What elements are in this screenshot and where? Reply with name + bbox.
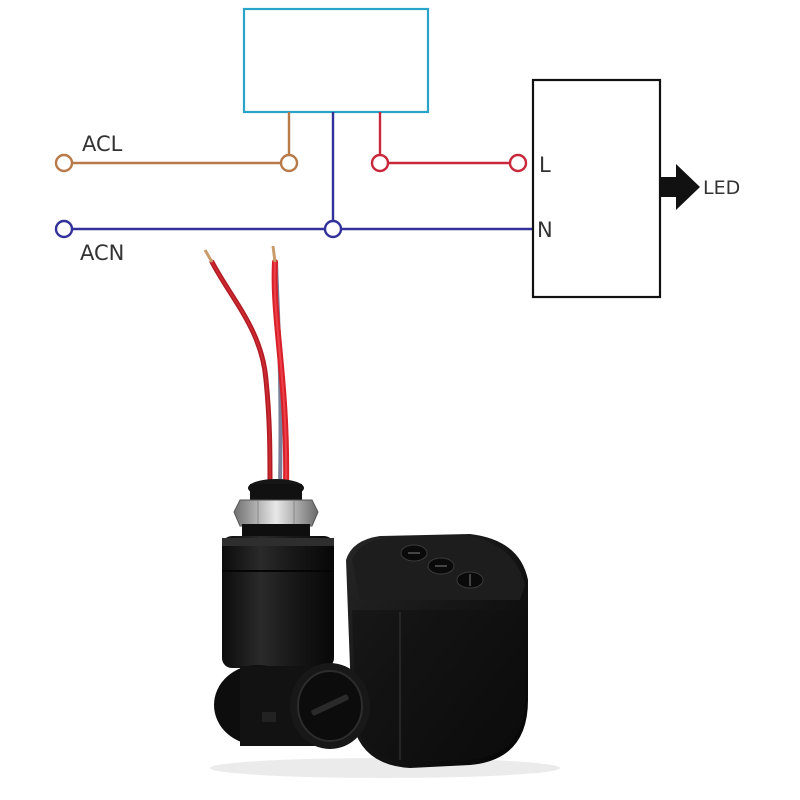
acl-wire (54, 112, 299, 173)
sensor-cylinder (222, 536, 334, 668)
l-label: L (539, 153, 551, 177)
led-driver-box (531, 78, 662, 299)
acn-wire (54, 112, 533, 239)
pir-sensor-photo (203, 245, 560, 778)
acn-label: ACN (80, 241, 124, 265)
acl-terminal (54, 153, 74, 173)
silver-nut (233, 499, 319, 527)
sensor-module-box (242, 7, 430, 114)
arrow-right-icon (660, 164, 700, 210)
acl-label: ACL (82, 132, 123, 156)
live-wire (370, 112, 528, 173)
live-junction (370, 153, 390, 173)
acn-terminal (54, 219, 74, 239)
sensor-wires (203, 245, 290, 491)
acn-junction (323, 219, 343, 239)
led-label: LED (703, 177, 740, 199)
l-terminal (508, 153, 528, 173)
wiring-diagram: ACL ACN L N LED (54, 7, 740, 299)
acl-junction (279, 153, 299, 173)
n-label: N (537, 218, 553, 242)
